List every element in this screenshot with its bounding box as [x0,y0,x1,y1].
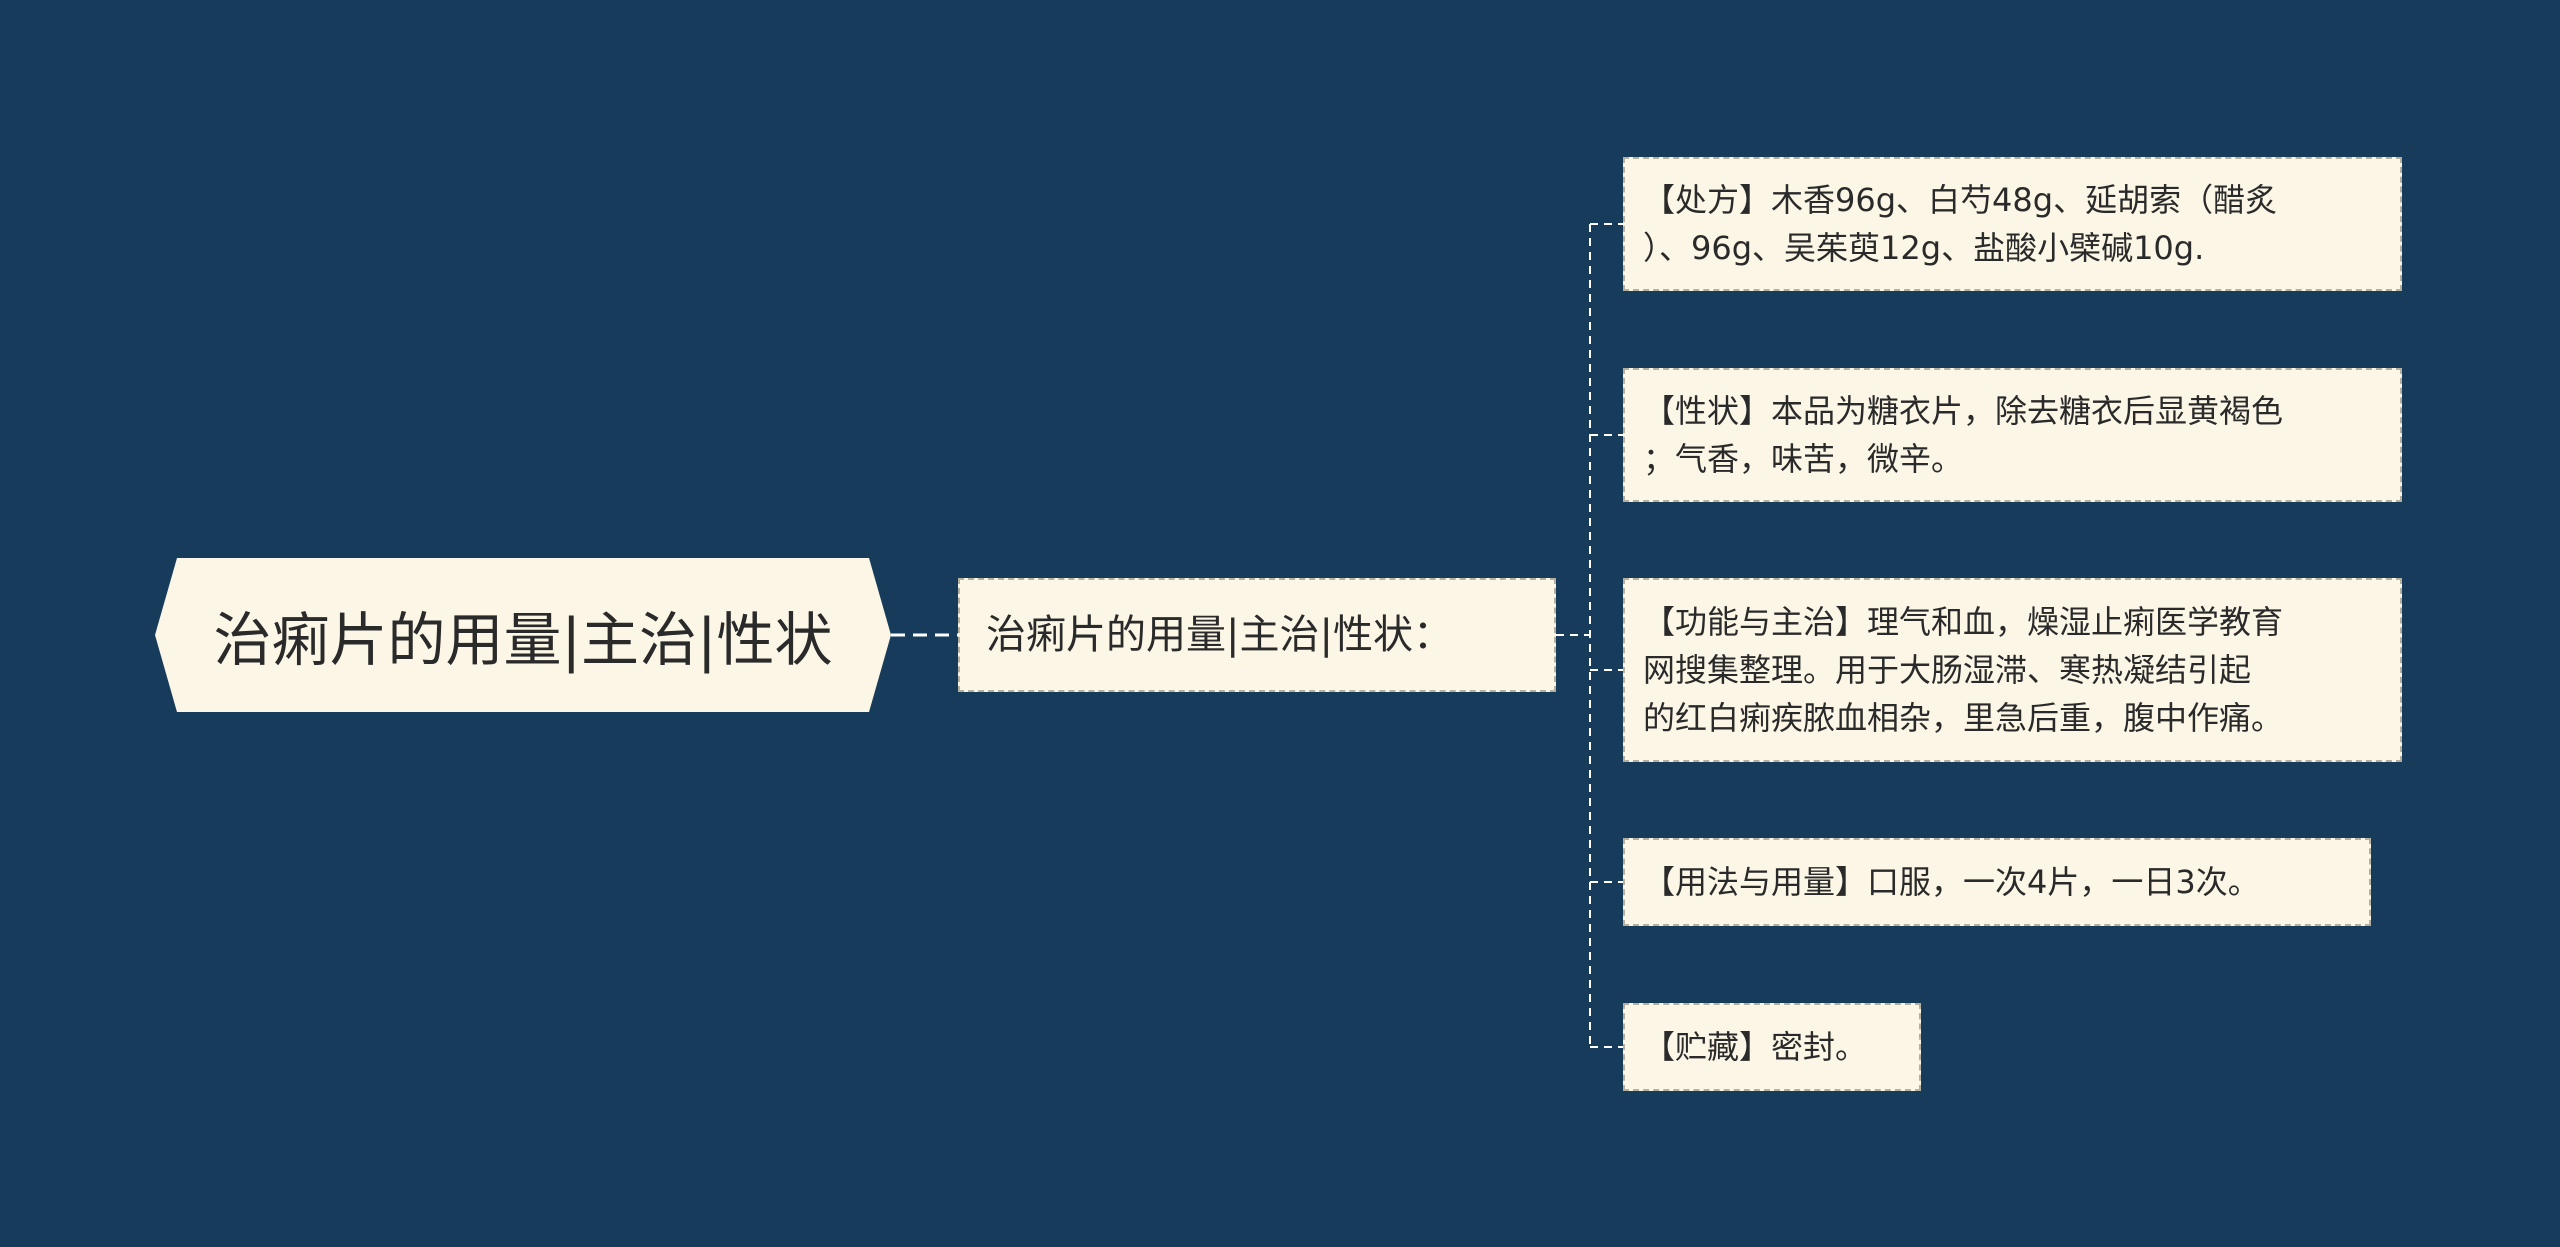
detail-node-prescription[interactable]: 【处方】木香96g、白芍48g、延胡索（醋炙 ）、96g、吴茱萸12g、盐酸小檗… [1623,157,2402,291]
detail-node-text: 【用法与用量】口服，一次4片，一日3次。 [1643,863,2260,901]
root-node[interactable]: 治痢片的用量|主治|性状 [155,558,891,712]
detail-node-text: 【贮藏】密封。 [1643,1028,1868,1066]
detail-node-storage[interactable]: 【贮藏】密封。 [1623,1003,1921,1091]
summary-node[interactable]: 治痢片的用量|主治|性状： [958,578,1556,692]
detail-node-dosage[interactable]: 【用法与用量】口服，一次4片，一日3次。 [1623,838,2371,926]
detail-node-text: 【处方】木香96g、白芍48g、延胡索（醋炙 ）、96g、吴茱萸12g、盐酸小檗… [1643,181,2278,267]
root-node-label: 治痢片的用量|主治|性状 [213,606,833,674]
summary-node-label: 治痢片的用量|主治|性状： [986,612,1453,658]
detail-node-properties[interactable]: 【性状】本品为糖衣片，除去糖衣后显黄褐色 ；气香，味苦，微辛。 [1623,368,2402,502]
detail-node-text: 【功能与主治】理气和血，燥湿止痢医学教育 网搜集整理。用于大肠湿滞、寒热凝结引起… [1643,603,2284,737]
detail-node-text: 【性状】本品为糖衣片，除去糖衣后显黄褐色 ；气香，味苦，微辛。 [1643,392,2284,478]
detail-node-indications[interactable]: 【功能与主治】理气和血，燥湿止痢医学教育 网搜集整理。用于大肠湿滞、寒热凝结引起… [1623,578,2402,762]
